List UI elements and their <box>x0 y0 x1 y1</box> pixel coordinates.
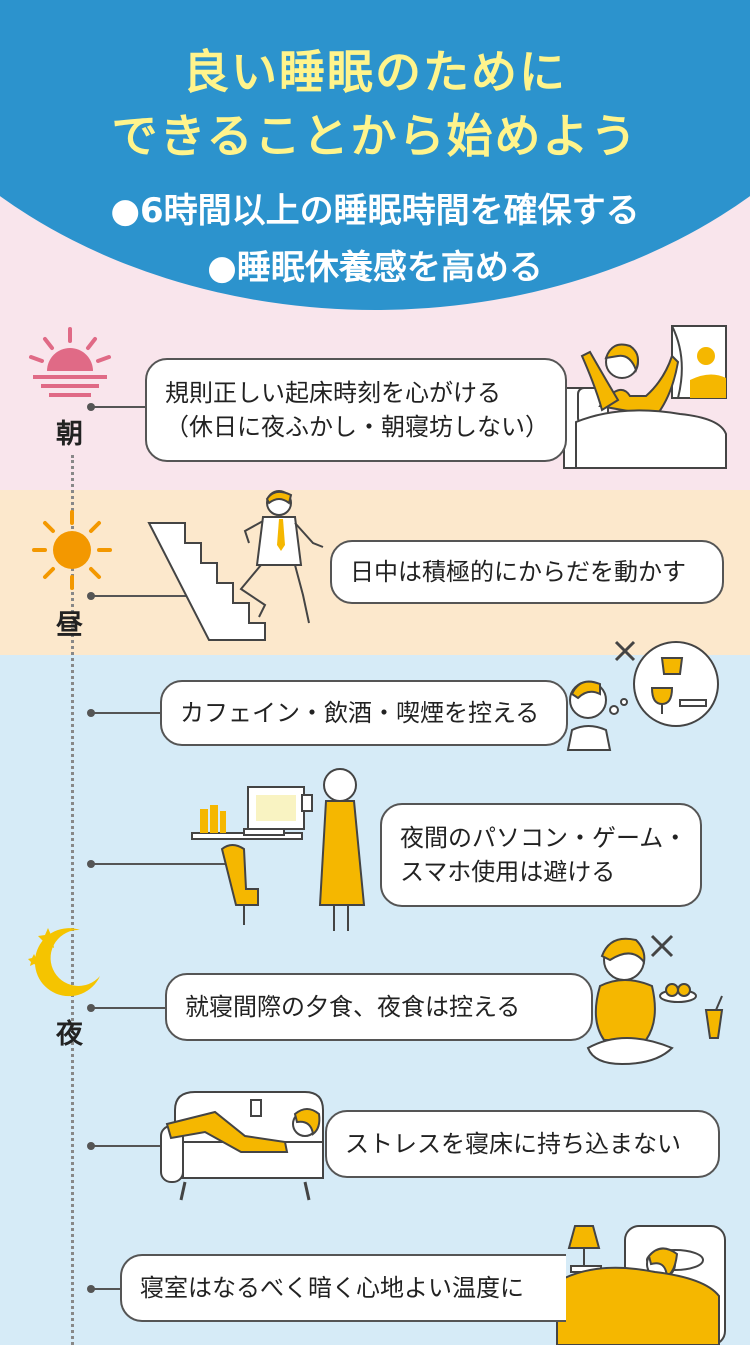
stairs-businessman-illustration <box>147 490 324 641</box>
subtitle-line-2: ●睡眠休養感を高める <box>207 248 543 288</box>
tip-exercise: 日中は積極的にからだを動かす <box>330 540 724 604</box>
tip-bedroom-text: 寝室はなるべく暗く心地よい温度に <box>140 1274 524 1302</box>
sunrise-icon <box>29 327 111 397</box>
no-caffeine-illustration <box>566 640 719 751</box>
waking-up-illustration <box>563 325 727 469</box>
tip-screen-use: 夜間のパソコン・ゲーム・ スマホ使用は避ける <box>380 803 702 907</box>
title-line-2: できることから始めよう <box>111 109 639 163</box>
tip-screen-line-2: スマホ使用は避ける <box>400 858 616 886</box>
connector <box>91 1145 181 1147</box>
connector <box>91 712 161 714</box>
connector <box>91 406 147 408</box>
time-label-day: 昼 <box>56 610 83 641</box>
tip-wake-line-1: 規則正しい起床時刻を心がける <box>165 379 501 407</box>
tip-late-meal: 就寝間際の夕食、夜食は控える <box>165 973 593 1041</box>
connector <box>91 863 231 865</box>
tip-wake-line-2: （休日に夜ふかし・朝寝坊しない） <box>165 413 549 441</box>
bedroom-illustration <box>556 1225 726 1345</box>
tip-stress-text: ストレスを寝床に持ち込まない <box>345 1130 681 1158</box>
subtitle-line-1: ●6時間以上の睡眠時間を確保する <box>110 191 640 231</box>
connector <box>91 1288 121 1290</box>
tip-caffeine: カフェイン・飲酒・喫煙を控える <box>160 680 568 746</box>
tip-meal-text: 就寝間際の夕食、夜食は控える <box>185 993 521 1021</box>
connector <box>91 595 201 597</box>
timeline-line <box>71 455 74 1345</box>
sun-icon <box>32 510 112 590</box>
screen-use-illustration <box>191 768 366 931</box>
tip-screen-line-1: 夜間のパソコン・ゲーム・ <box>400 824 688 852</box>
time-label-morning: 朝 <box>56 419 83 450</box>
sofa-relax-illustration <box>160 1091 324 1201</box>
tip-caffeine-text: カフェイン・飲酒・喫煙を控える <box>180 699 540 727</box>
late-snack-illustration <box>569 934 724 1066</box>
connector <box>91 1007 165 1009</box>
header-arc <box>0 0 750 310</box>
tip-wake-time: 規則正しい起床時刻を心がける （休日に夜ふかし・朝寝坊しない） <box>145 358 567 462</box>
tip-exercise-text: 日中は積極的にからだを動かす <box>350 558 686 586</box>
tip-stress: ストレスを寝床に持ち込まない <box>325 1110 720 1178</box>
tip-bedroom: 寝室はなるべく暗く心地よい温度に <box>120 1254 566 1322</box>
time-label-night: 夜 <box>56 1019 83 1050</box>
moon-icon <box>28 928 101 997</box>
title-line-1: 良い睡眠のために <box>183 45 567 99</box>
